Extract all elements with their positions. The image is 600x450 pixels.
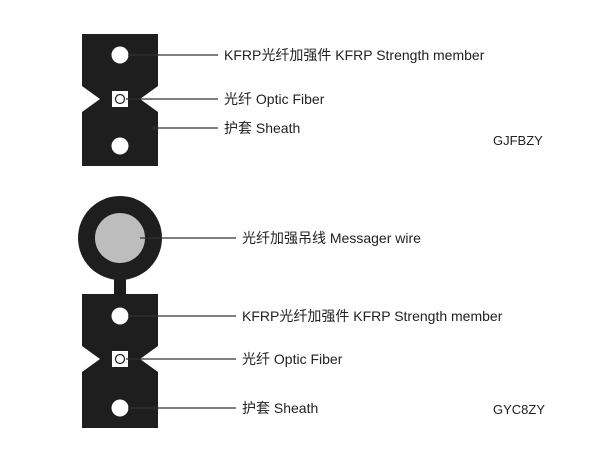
cable-1-optic-fiber-label: 光纤 Optic Fiber [224,91,325,107]
cable-2-strength-member-bottom [111,399,129,417]
cable-2-messager-wire-label: 光纤加强吊线 Messager wire [242,230,421,246]
cable-1-sheath-label: 护套 Sheath [224,120,300,136]
cable-1-cross-section [82,34,158,166]
cable-1-strength-member-top [111,46,129,64]
cable-2-strength-member-top [111,307,129,325]
cable-2-fiber-core [114,353,126,365]
cable-2-strength-member-label: KFRP光纤加强件 KFRP Strength member [242,308,503,324]
cable-1-strength-member-bottom [111,137,129,155]
cable-2-messager-wire [95,213,145,263]
cable-1-strength-member-label: KFRP光纤加强件 KFRP Strength member [224,47,485,63]
cable-2-model-label: GYC8ZY [493,402,545,417]
cable-2-sheath-label: 护套 Sheath [242,400,318,416]
cable-2-fiber-box [112,351,128,367]
cable-1-fiber-box [112,91,128,107]
cable-1-fiber-core [114,93,126,105]
cable-2-neck [114,276,126,298]
cable-2-cross-section [78,196,162,428]
cable-1-model-label: GJFBZY [493,133,543,148]
cable-2-optic-fiber-label: 光纤 Optic Fiber [242,351,343,367]
